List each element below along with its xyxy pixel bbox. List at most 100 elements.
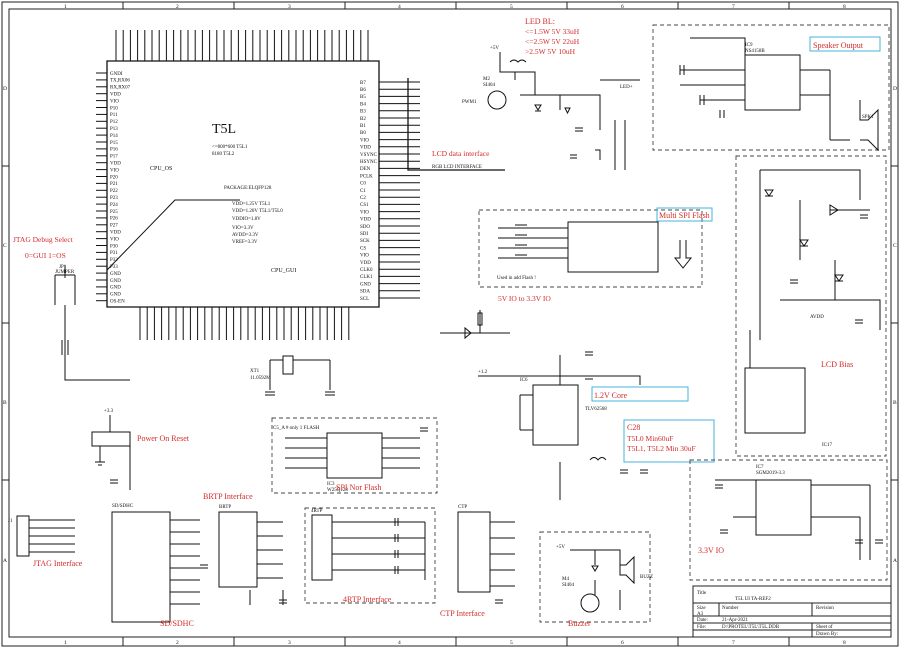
cpu-left-pin-label: GND (110, 279, 121, 284)
row-label: D (3, 86, 7, 92)
sd-connector (111, 511, 171, 623)
cpu-left-pin-label: P10 (110, 106, 118, 111)
bl-diode (534, 104, 542, 112)
bias-wires (749, 169, 881, 368)
led-bl-title: LED BL: (525, 17, 555, 26)
speaker-symbol (859, 100, 879, 152)
sd-conn-ref: SD/SDHC (112, 504, 134, 509)
jumper-label: JUMPER (55, 270, 75, 275)
bl-inductor (509, 59, 527, 63)
amp-ic-ref: IC9 (745, 43, 753, 48)
cpu-right-pin-label: VDD (360, 218, 371, 223)
cpu-right-pin-label: C1 (360, 189, 366, 194)
cpu-right-pin-label: B6 (360, 88, 366, 93)
sd-wires (170, 519, 200, 605)
multi-spi-title-box (656, 207, 713, 222)
cpu-right-pin-label: SCL (360, 297, 369, 302)
column-labels-top: 1 2 3 4 5 6 7 8 (64, 4, 846, 10)
sheet-inner-border (8, 8, 892, 638)
crystal-block: XT1 11.0592M (250, 355, 335, 396)
buzzer-symbol (619, 555, 635, 585)
cpu-left-pin-label: P31 (110, 251, 118, 256)
multi-spi-res (515, 224, 527, 256)
sd-cap (200, 564, 208, 569)
buzzer-wires (570, 549, 621, 610)
cpu-voltage: VREF=3.3V (232, 240, 258, 245)
c28-note-box (623, 419, 715, 463)
cpu-right-pin-label: SCK (360, 239, 370, 244)
sd-title: SD/SDHC (160, 619, 194, 628)
ldo-ic-ref: IC7 (756, 465, 764, 470)
cpu-left-pin-label: VDD (110, 231, 121, 236)
q-bl-pn: SI404 (483, 83, 495, 88)
net-p12: +1.2 (478, 370, 488, 375)
led-bl-spec: <=1.5W 5V 33uH (525, 27, 580, 36)
cpu-left-pin-label: TX,RX06 (110, 79, 130, 84)
cpu-left-pin-label: VIO (110, 168, 119, 173)
col-label: 4 (398, 640, 401, 646)
cpu-right-pin-label: SDI (360, 232, 368, 237)
buzzer-ref: BUZZ (640, 575, 653, 580)
cpu-left-pin-label: P27 (110, 224, 118, 229)
cpu-left-pin-label: GNDI (110, 72, 123, 77)
net-avdd: AVDD (810, 315, 824, 320)
c28-note: T5L1, T5L2 Min 30uF (627, 444, 696, 453)
column-labels-bottom: 1 2 3 4 5 6 7 8 (64, 640, 846, 646)
buzzer-mosfet (580, 593, 600, 613)
title-block-frame (692, 585, 892, 638)
cpu-left-pin-label: VIO (110, 237, 119, 242)
multi-spi-wires (498, 227, 568, 259)
spi-nor-title: SPI Nor Flash (336, 483, 381, 492)
spi-nor-frame (271, 417, 438, 494)
cpu-left-pin-label: GND (110, 286, 121, 291)
c28-note: T5L0 Min60uF (627, 434, 673, 443)
jumper-ref: JP1 (59, 265, 67, 270)
lcd-data-title: LCD data interface (432, 149, 490, 158)
number-label: Number (722, 606, 739, 611)
row-label: D (893, 86, 897, 92)
bias-ic-ref: IC17 (822, 443, 833, 448)
crystal-ref: XT1 (250, 369, 260, 374)
cpu-part-name: T5L (212, 122, 236, 137)
jtag-pullup (61, 340, 69, 355)
cpu-desc: <=800*600 T5L1 (212, 145, 248, 150)
brtp-conn-ref: BRTP (219, 505, 231, 510)
rgb-bus (407, 78, 505, 171)
cpu-right-pin-label: B4 (360, 102, 366, 107)
rtp4-connector (311, 514, 333, 581)
title-block-grid (693, 602, 891, 637)
net-p5v-bz: +5V (556, 545, 565, 550)
cpu-voltage: VIO=3.3V (232, 226, 254, 231)
rgb-interface-label: RGB LCD INTERFACE (432, 165, 482, 170)
amp-ic-pn: NS4158B (745, 49, 765, 54)
cpu-left-pin-label: P32 (110, 258, 118, 263)
speaker-ref: SPK1 (862, 115, 874, 120)
ctp-wires (490, 521, 515, 587)
buzzer-frame (539, 531, 651, 623)
bl-cap2 (570, 149, 601, 160)
power-on-reset-block: Power On Reset +3.3 (91, 409, 190, 490)
ldo-ic-body (755, 479, 812, 536)
cpu-right-pin-label: C2 (360, 196, 366, 201)
brtp-block: BRTP Interface BRTP (203, 492, 287, 605)
cpu-right-pin-label: B2 (360, 117, 366, 122)
core-caps (585, 351, 593, 380)
bl-wires (499, 52, 601, 130)
cpu-voltage: VDDIO=1.8V (232, 217, 261, 222)
reset-title: Power On Reset (137, 434, 190, 443)
spi-nor-pn: W25Q128 (327, 488, 348, 493)
cpu-right-pin-label: B3 (360, 110, 366, 115)
c28-label: C28 (627, 423, 640, 432)
spi-nor-block: C5_A # only 1 FLASH IC3 W25Q128 SPI Nor … (271, 417, 438, 494)
core-title: 1.2V Core (594, 391, 628, 400)
net-p5v: +5V (490, 46, 499, 51)
col-label: 4 (398, 4, 401, 10)
jtag-connector (16, 515, 30, 557)
cpu-right-pin-label: VIO (360, 210, 369, 215)
cpu-left-pin-label: P14 (110, 134, 118, 139)
bl-zener (564, 107, 571, 115)
ctp-cap (495, 599, 503, 604)
cpu-left-pin-label: P22 (110, 189, 118, 194)
